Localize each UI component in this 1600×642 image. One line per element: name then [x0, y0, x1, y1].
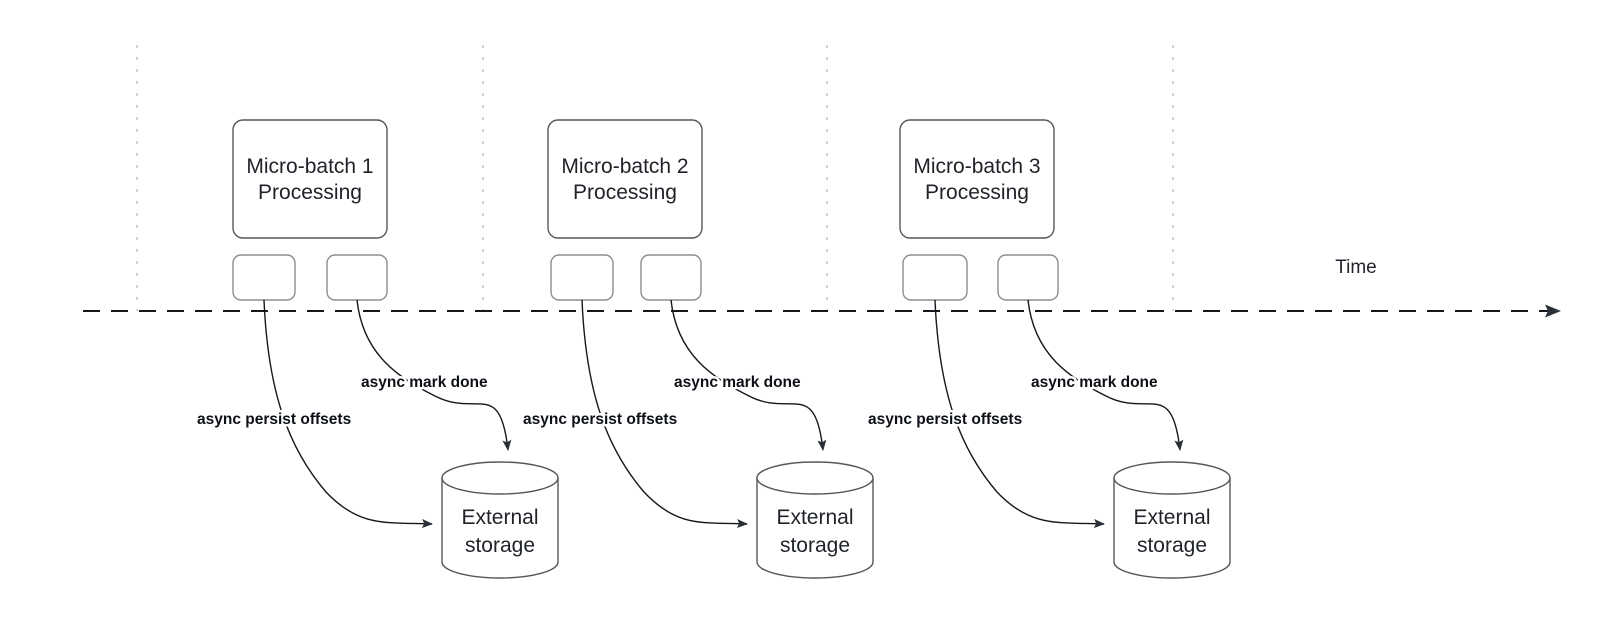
batch-2-storage-label-line1: External: [776, 506, 853, 529]
batch-2-edge-async-mark-done: [670, 299, 827, 451]
batch-1-label-line1: Micro-batch 1: [246, 155, 373, 178]
batch-1-storage-label-line2: storage: [465, 534, 535, 557]
batch-1-edge-async-persist-offsets: [263, 299, 433, 529]
batch-3-processing-box[interactable]: [899, 119, 1055, 239]
batch-3-storage-label-line2: storage: [1137, 534, 1207, 557]
batch-3-storage-cylinder-top: [1113, 461, 1231, 495]
period-dividers: [136, 45, 1174, 311]
batch-2-storage-label-line2: storage: [780, 534, 850, 557]
batch-2-label-line1: Micro-batch 2: [561, 155, 688, 178]
batch-1-storage-label-line1: External: [461, 506, 538, 529]
batch-2-label-line2: Processing: [573, 181, 677, 204]
batch-3-storage-label-line1: External: [1133, 506, 1210, 529]
batch-1-label-line2: Processing: [258, 181, 362, 204]
batch-1-async-mark-done-label-halo: async mark done: [361, 374, 488, 391]
batch-3-async-mark-done-label-halo: async mark done: [1031, 374, 1158, 391]
batch-3-storage-cylinder-body[interactable]: [1113, 477, 1231, 579]
mini-box-2b[interactable]: [640, 254, 702, 301]
batch-3-edge-async-mark-done: [1027, 299, 1184, 451]
batch-2-processing-box[interactable]: [547, 119, 703, 239]
batch-3-edge-async-persist-offsets: [934, 299, 1105, 529]
batch-1-storage-cylinder-body[interactable]: [441, 477, 559, 579]
mini-box-1b[interactable]: [326, 254, 388, 301]
mini-box-3a[interactable]: [902, 254, 968, 301]
batch-1-async-persist-offsets-label: async persist offsets: [197, 411, 351, 428]
batch-3-async-mark-done-label: async mark done: [1031, 374, 1158, 391]
time-axis-label: Time: [1335, 257, 1377, 278]
batch-1-processing-box[interactable]: [232, 119, 388, 239]
batch-2-storage-cylinder-body[interactable]: [756, 477, 874, 579]
batch-1-async-persist-offsets-label-halo: async persist offsets: [197, 411, 351, 428]
batch-1-async-mark-done-label: async mark done: [361, 374, 488, 391]
batch-2-edge-async-persist-offsets: [581, 299, 748, 529]
batch-1-storage-cylinder-top: [441, 461, 559, 495]
batch-2-async-mark-done-label: async mark done: [674, 374, 801, 391]
batch-2-async-mark-done-label-halo: async mark done: [674, 374, 801, 391]
batch-2-storage-cylinder-top: [756, 461, 874, 495]
batch-3-async-persist-offsets-label-halo: async persist offsets: [868, 411, 1022, 428]
batch-3-label-line2: Processing: [925, 181, 1029, 204]
batch-3-async-persist-offsets-label: async persist offsets: [868, 411, 1022, 428]
batch-1-edge-async-mark-done: [356, 299, 512, 451]
mini-box-2a[interactable]: [550, 254, 614, 301]
mini-box-1a[interactable]: [232, 254, 296, 301]
batch-3-label-line1: Micro-batch 3: [913, 155, 1040, 178]
batch-2-async-persist-offsets-label: async persist offsets: [523, 411, 677, 428]
batch-2-async-persist-offsets-label-halo: async persist offsets: [523, 411, 677, 428]
mini-box-3b[interactable]: [997, 254, 1059, 301]
